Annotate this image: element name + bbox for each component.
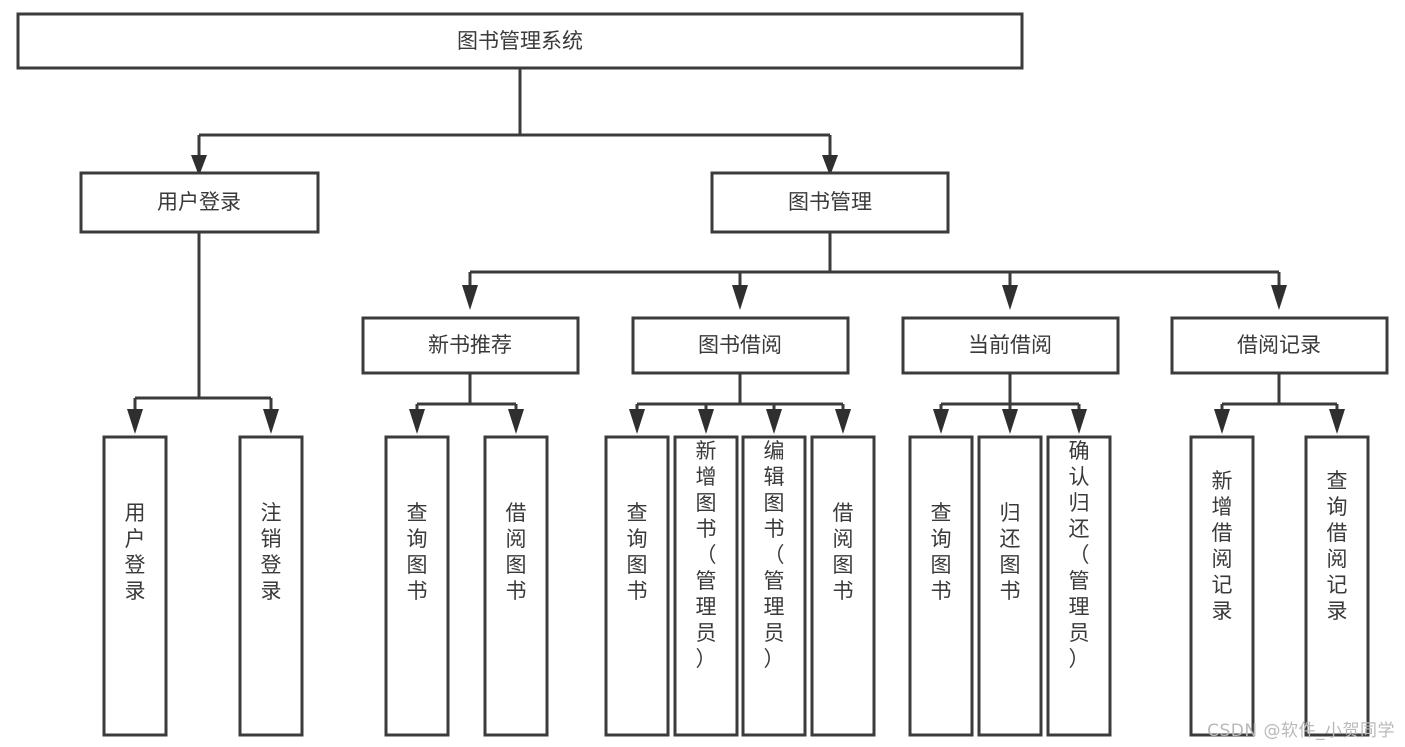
leaf-node[interactable]: 借阅图书 [810, 435, 876, 737]
arrow-leaf-bookborrow-3 [766, 409, 782, 434]
leaf-box-newbook-1[interactable] [384, 435, 450, 737]
arrow-to-book-borrow [732, 285, 748, 310]
leaf-node[interactable]: 新增借阅记录 [1189, 435, 1255, 737]
leaf-label-currentborrow-3: 确认归还（管理员） [1069, 439, 1090, 671]
leaf-label-bookborrow-4: 借阅图书 [833, 501, 854, 603]
leaf-node[interactable]: 查询图书 [908, 435, 974, 737]
root-box[interactable] [16, 12, 1024, 70]
current-borrow-box[interactable] [901, 316, 1120, 375]
book-management-box[interactable] [710, 171, 950, 234]
leaf-box-borrowrecord-1[interactable] [1189, 435, 1255, 737]
arrow-leaf-user-login-1 [127, 409, 143, 434]
arrow-leaf-user-login-2 [263, 409, 279, 434]
node-book-borrow[interactable]: 图书借阅 [631, 316, 850, 375]
arrow-leaf-bookborrow-2 [698, 409, 714, 434]
arrow-to-user-login [191, 155, 207, 176]
leaf-label-currentborrow-1: 查询图书 [931, 501, 952, 603]
arrow-to-book-mgmt [822, 155, 838, 176]
arrow-leaf-bookborrow-4 [835, 409, 851, 434]
node-borrow-record[interactable]: 借阅记录 [1170, 316, 1389, 375]
arrow-leaf-currentborrow-1 [933, 409, 949, 434]
leaf-label-bookborrow-3: 编辑图书（管理员） [764, 439, 785, 671]
leaf-box-currentborrow-1[interactable] [908, 435, 974, 737]
user-login-label: 用户登录 [157, 190, 241, 214]
arrow-to-borrow-record [1271, 285, 1287, 310]
leaf-node[interactable]: 查询图书 [384, 435, 450, 737]
book-borrow-label: 图书借阅 [698, 333, 782, 357]
book-borrow-box[interactable] [631, 316, 850, 375]
arrow-leaf-currentborrow-3 [1071, 409, 1087, 434]
new-book-recommend-label: 新书推荐 [428, 333, 512, 357]
leaf-node[interactable]: 确认归还（管理员） [1046, 435, 1112, 737]
leaf-node[interactable]: 查询图书 [604, 435, 670, 737]
arrow-leaf-borrowrecord-2 [1329, 409, 1345, 434]
leaf-box-borrowrecord-2[interactable] [1304, 435, 1370, 737]
book-management-label: 图书管理 [788, 190, 872, 214]
csdn-watermark: CSDN @软件_小贺同学 [1207, 721, 1395, 741]
leaf-label-user-login-2: 注销登录 [261, 501, 282, 603]
leaf-label-newbook-2: 借阅图书 [506, 501, 527, 603]
connector-layer [127, 68, 1345, 434]
node-root[interactable]: 图书管理系统 [16, 12, 1024, 70]
leaf-label-newbook-1: 查询图书 [407, 501, 428, 603]
leaf-box-currentborrow-2[interactable] [977, 435, 1043, 737]
arrow-leaf-bookborrow-1 [629, 409, 645, 434]
node-new-book-recommend[interactable]: 新书推荐 [361, 316, 580, 375]
leaf-label-user-login-1: 用户登录 [125, 501, 146, 603]
leaf-label-currentborrow-2: 归还图书 [1000, 501, 1021, 603]
leaf-box-bookborrow-2[interactable] [673, 435, 739, 737]
leaf-box-currentborrow-3[interactable] [1046, 435, 1112, 737]
leaf-box-user-login-2[interactable] [238, 435, 304, 737]
borrow-record-box[interactable] [1170, 316, 1389, 375]
node-current-borrow[interactable]: 当前借阅 [901, 316, 1120, 375]
leaf-box-bookborrow-3[interactable] [741, 435, 807, 737]
arrow-to-current-borrow [1002, 285, 1018, 310]
leaf-box-user-login-1[interactable] [102, 435, 168, 737]
leaf-node[interactable]: 编辑图书（管理员） [741, 435, 807, 737]
arrow-leaf-borrowrecord-1 [1214, 409, 1230, 434]
arrow-leaf-newbook-1 [409, 409, 425, 434]
user-login-box[interactable] [79, 171, 320, 234]
leaf-node[interactable]: 借阅图书 [483, 435, 549, 737]
leaf-node[interactable]: 归还图书 [977, 435, 1043, 737]
arrow-to-new-book [462, 285, 478, 310]
new-book-recommend-box[interactable] [361, 316, 580, 375]
leaf-box-newbook-2[interactable] [483, 435, 549, 737]
arrow-leaf-newbook-2 [508, 409, 524, 434]
node-user-login[interactable]: 用户登录 [79, 171, 320, 234]
leaf-box-bookborrow-1[interactable] [604, 435, 670, 737]
borrow-record-label: 借阅记录 [1237, 333, 1321, 357]
leaf-label-borrowrecord-1: 新增借阅记录 [1212, 469, 1233, 623]
leaf-node[interactable]: 注销登录 [238, 435, 304, 737]
leaf-node[interactable]: 查询借阅记录 [1304, 435, 1370, 737]
root-label: 图书管理系统 [457, 29, 583, 53]
leaf-label-borrowrecord-2: 查询借阅记录 [1327, 469, 1348, 623]
leaf-node[interactable]: 新增图书（管理员） [673, 435, 739, 737]
leaf-node[interactable]: 用户登录 [102, 435, 168, 737]
leaf-label-bookborrow-2: 新增图书（管理员） [696, 439, 717, 671]
leaf-box-bookborrow-4[interactable] [810, 435, 876, 737]
leaf-label-bookborrow-1: 查询图书 [627, 501, 648, 603]
current-borrow-label: 当前借阅 [968, 333, 1052, 357]
node-book-management[interactable]: 图书管理 [710, 171, 950, 234]
arrow-leaf-currentborrow-2 [1002, 409, 1018, 434]
